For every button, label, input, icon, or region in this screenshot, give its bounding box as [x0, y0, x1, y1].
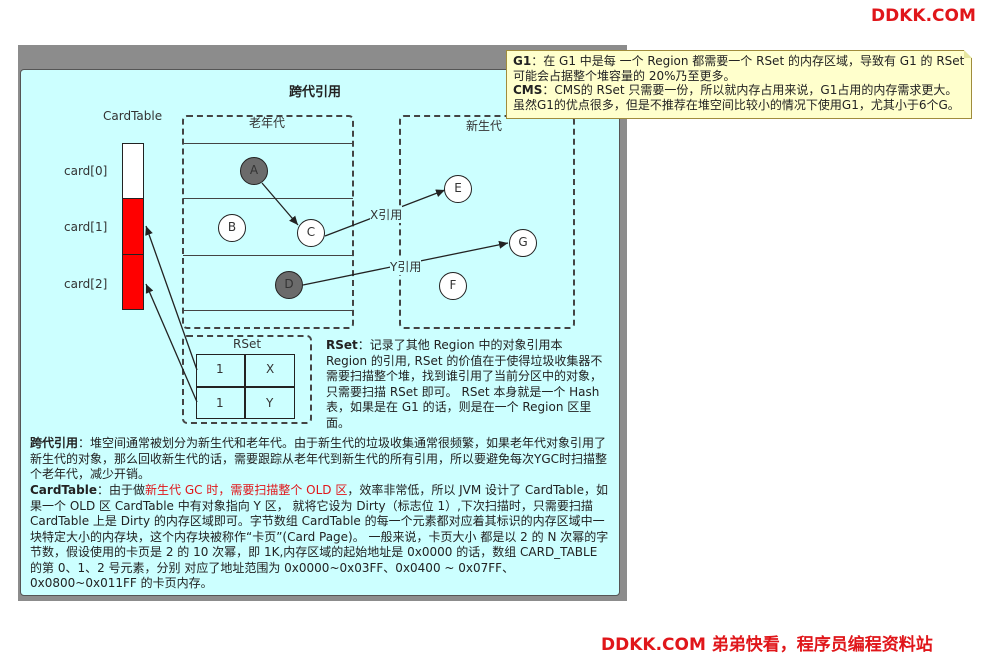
rset-description-title: RSet [326, 338, 358, 352]
arrow-rset-to-card2 [145, 283, 198, 403]
rset-table-hline [196, 386, 295, 388]
note-g1-title: G1 [513, 54, 532, 68]
arrow-rset-to-card1 [145, 225, 198, 371]
rset-cell-1-0: 1 [216, 396, 224, 410]
card-label-0: card[0] [64, 164, 108, 178]
node-f: F [439, 272, 467, 300]
note-corner [964, 50, 972, 58]
note-g1-text: ：在 G1 中是每 一个 Region 都需要一个 RSet 的内存区域，导致有… [513, 54, 965, 83]
y-ref-label: Y引用 [390, 258, 422, 275]
watermark-top: DDKK.COM [871, 6, 976, 26]
rset-cell-0-0: 1 [216, 362, 224, 376]
old-gen-region [182, 115, 354, 329]
note-cms-line: CMS：CMS的 RSet 只需要一份，所以就内存占用来说，G1占用的内存需求更… [513, 83, 965, 112]
old-gen-card-row-1 [183, 255, 353, 311]
rset-cell-0-1: X [266, 362, 275, 376]
rset-label: RSet [233, 337, 262, 351]
cardtable-description-text: ，效率非常低，所以 JVM 设计了 CardTable，如果一个 OLD 区 C… [30, 483, 609, 590]
rset-description-text: ：记录了其他 Region 中的对象引用本 Region 的引用, RSet 的… [326, 338, 603, 430]
note-cms-title: CMS [513, 83, 543, 97]
node-b: B [218, 214, 246, 242]
cross-gen-description-title: 跨代引用 [30, 436, 79, 450]
cardtable-description-highlight: 新生代 GC 时，需要扫描整个 OLD 区 [145, 483, 348, 497]
arrow-a-to-c [261, 182, 299, 226]
card-label-1: card[1] [64, 220, 108, 234]
node-a: A [240, 157, 268, 185]
old-gen-card-row-0 [183, 143, 353, 199]
node-e: E [444, 175, 472, 203]
diagram-panel [20, 69, 620, 596]
note-g1-line: G1：在 G1 中是每 一个 Region 都需要一个 RSet 的内存区域，导… [513, 54, 965, 83]
node-c: C [297, 219, 325, 247]
node-d: D [275, 271, 303, 299]
cardtable-description: CardTable：由于做新生代 GC 时，需要扫描整个 OLD 区，效率非常低… [30, 483, 612, 592]
cross-gen-description-text: ：堆空间通常被划分为新生代和老年代。由于新生代的垃圾收集通常很频繁，如果老年代对… [30, 436, 608, 481]
node-g: G [509, 229, 537, 257]
cardtable-description-pre: ：由于做 [97, 483, 146, 497]
rset-region [182, 335, 312, 424]
cardtable-description-title: CardTable [30, 483, 97, 497]
card-2-dirty [122, 254, 144, 310]
watermark-bottom: DDKK.COM 弟弟快看，程序员编程资料站 [601, 635, 933, 655]
note-cms-text: ：CMS的 RSet 只需要一份，所以就内存占用来说，G1占用的内存需求更大。虽… [513, 83, 960, 112]
young-gen-label: 新生代 [466, 119, 503, 133]
rset-description: RSet：记录了其他 Region 中的对象引用本 Region 的引用, RS… [326, 338, 603, 431]
diagram-title: 跨代引用 [289, 85, 342, 100]
g1-cms-note: G1：在 G1 中是每 一个 Region 都需要一个 RSet 的内存区域，导… [506, 50, 972, 119]
cross-gen-description: 跨代引用：堆空间通常被划分为新生代和老年代。由于新生代的垃圾收集通常很频繁，如果… [30, 436, 612, 483]
cardtable-label: CardTable [103, 109, 163, 123]
card-label-2: card[2] [64, 277, 108, 291]
rset-cell-1-1: Y [266, 396, 274, 410]
old-gen-label: 老年代 [249, 116, 286, 130]
x-ref-label: X引用 [370, 206, 403, 223]
